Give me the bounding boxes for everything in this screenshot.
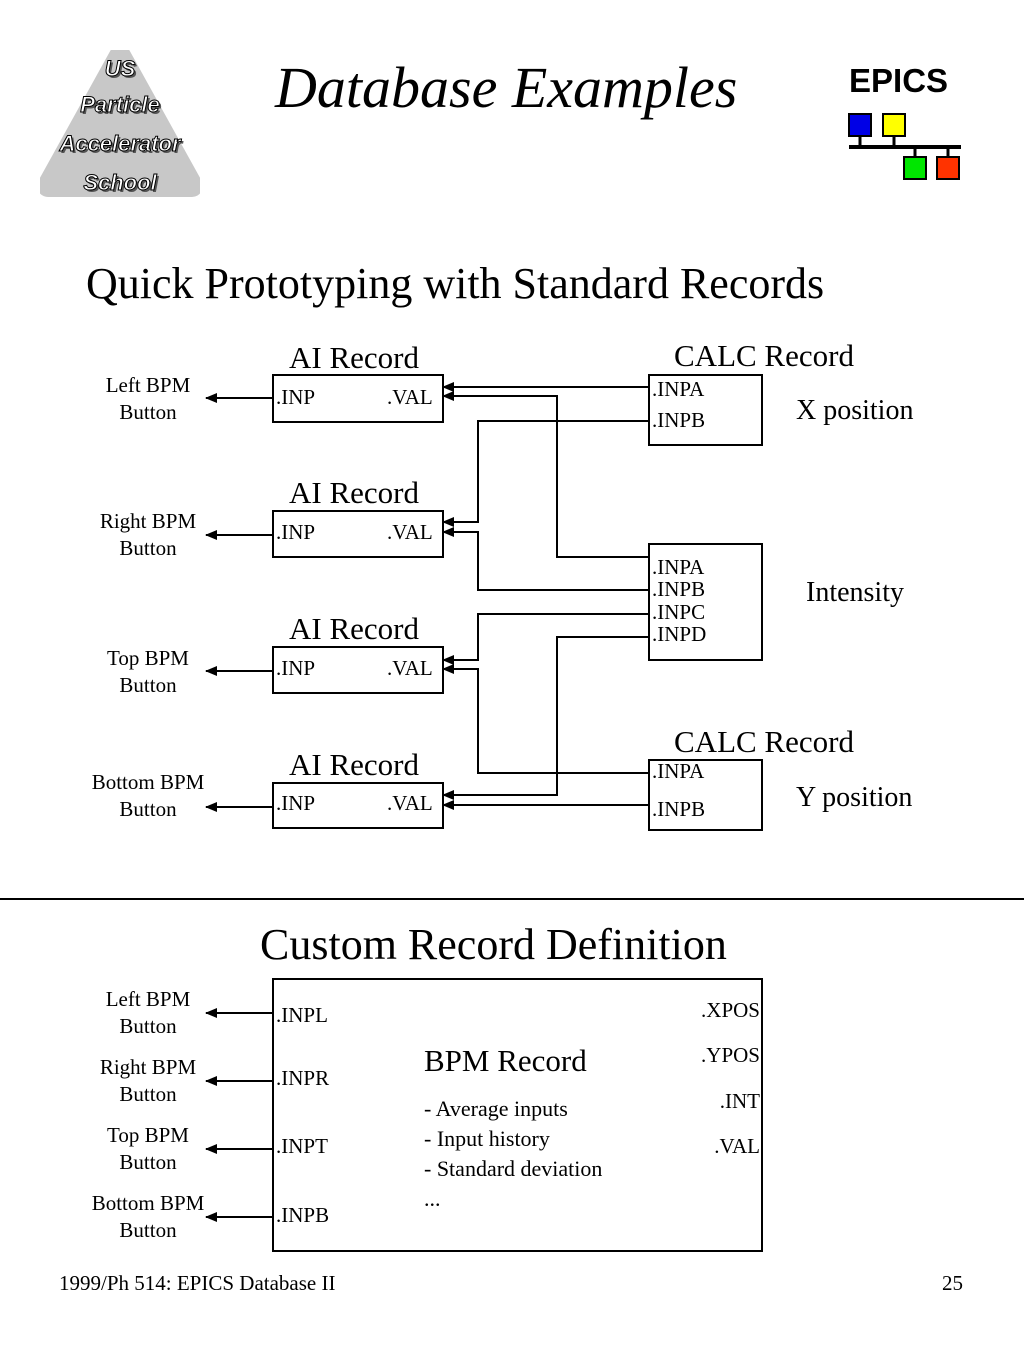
custom-button-label-2-line-2: Button (119, 1082, 177, 1106)
button-label-4: Bottom BPM Button (78, 769, 218, 823)
button-label-2-line-2: Button (119, 536, 177, 560)
school-logo-line-3: Accelerator (59, 131, 181, 157)
school-logo: US Particle Accelerator School (40, 50, 200, 205)
calc-y-record (648, 759, 763, 831)
button-label-1-line-2: Button (119, 400, 177, 424)
bpm-output-int: .INT (719, 1089, 760, 1113)
bpm-record-title: BPM Record (424, 1043, 587, 1078)
button-label-1: Left BPM Button (78, 372, 218, 426)
page-title: Database Examples (275, 55, 738, 120)
epics-network-icon (848, 113, 961, 180)
intensity-label: Intensity (806, 577, 904, 608)
custom-button-label-1-line-1: Left BPM (105, 987, 191, 1011)
x-position-label: X position (796, 395, 914, 426)
custom-button-label-1-line-2: Button (119, 1014, 177, 1038)
school-logo-line-2: Particle (80, 92, 161, 118)
calc-x-record (648, 374, 763, 446)
ai-record-4-val: .VAL (387, 791, 433, 815)
calc-int-inpd: .INPD (652, 622, 707, 646)
ai-record-2 (272, 510, 444, 558)
ai-record-1-val: .VAL (387, 385, 433, 409)
calc-int-inpc: .INPC (652, 600, 706, 624)
calc-y-title: CALC Record (674, 724, 854, 759)
school-logo-line-1: US (104, 56, 136, 82)
ai-record-4-inp: .INP (276, 791, 316, 815)
ai-record-2-title: AI Record (289, 475, 419, 510)
bpm-input-inpt: .INPT (276, 1134, 328, 1158)
ai-record-2-val: .VAL (387, 520, 433, 544)
bpm-input-inpr: .INPR (276, 1066, 330, 1090)
ai-record-3 (272, 646, 444, 694)
custom-button-label-3: Top BPM Button (78, 1122, 218, 1176)
custom-button-label-4: Bottom BPM Button (78, 1190, 218, 1244)
bpm-output-val: .VAL (714, 1134, 760, 1158)
button-label-2: Right BPM Button (78, 508, 218, 562)
custom-button-label-2-line-1: Right BPM (99, 1055, 197, 1079)
school-logo-line-4: School (83, 170, 157, 196)
ai-record-4 (272, 782, 444, 829)
bpm-bullet-3: - Standard deviation (424, 1156, 603, 1181)
calc-y-inpb: .INPB (652, 797, 706, 821)
bpm-bullet-2: - Input history (424, 1126, 550, 1151)
bpm-input-inpb: .INPB (276, 1203, 330, 1227)
calc-x-inpa: .INPA (652, 377, 705, 401)
ai-record-1 (272, 374, 444, 423)
button-label-2-line-1: Right BPM (99, 509, 197, 533)
calc-intensity-record (648, 543, 763, 661)
ai-record-4-title: AI Record (289, 747, 419, 782)
ai-record-1-inp: .INP (276, 385, 316, 409)
ai-record-1-title: AI Record (289, 340, 419, 375)
epics-logo-label: EPICS (849, 62, 949, 99)
button-label-4-line-2: Button (119, 797, 177, 821)
button-label-3-line-2: Button (119, 673, 177, 697)
ai-record-3-inp: .INP (276, 656, 316, 680)
button-label-3-line-1: Top BPM (107, 646, 189, 670)
bpm-output-ypos: .YPOS (701, 1043, 760, 1067)
ai-record-2-inp: .INP (276, 520, 316, 544)
custom-button-label-1: Left BPM Button (78, 986, 218, 1040)
button-label-4-line-1: Bottom BPM (91, 770, 205, 794)
school-logo-triangle-icon (40, 50, 200, 197)
custom-button-label-3-line-2: Button (119, 1150, 177, 1174)
calc-x-inpb: .INPB (652, 408, 706, 432)
bpm-record (272, 978, 763, 1252)
y-position-label: Y position (796, 782, 913, 813)
footer-page-number: 25 (942, 1271, 963, 1295)
bpm-output-xpos: .XPOS (701, 998, 760, 1022)
calc-int-inpb: .INPB (652, 577, 706, 601)
bpm-bullet-4: ... (424, 1186, 441, 1211)
calc-y-inpa: .INPA (652, 759, 705, 783)
custom-button-label-3-line-1: Top BPM (107, 1123, 189, 1147)
section-title-custom: Custom Record Definition (260, 920, 727, 969)
custom-button-label-4-line-1: Bottom BPM (91, 1191, 205, 1215)
ai-record-3-title: AI Record (289, 611, 419, 646)
custom-button-label-4-line-2: Button (119, 1218, 177, 1242)
bpm-input-inpl: .INPL (276, 1003, 328, 1027)
button-label-3: Top BPM Button (78, 645, 218, 699)
epics-logo: EPICS (846, 62, 966, 187)
custom-button-label-2: Right BPM Button (78, 1054, 218, 1108)
calc-x-title: CALC Record (674, 338, 854, 373)
bpm-bullet-1: - Average inputs (424, 1096, 568, 1121)
ai-record-3-val: .VAL (387, 656, 433, 680)
footer-course: 1999/Ph 514: EPICS Database II (59, 1271, 336, 1295)
section-title-prototyping: Quick Prototyping with Standard Records (86, 259, 825, 308)
button-label-1-line-1: Left BPM (105, 373, 191, 397)
calc-int-inpa: .INPA (652, 555, 705, 579)
